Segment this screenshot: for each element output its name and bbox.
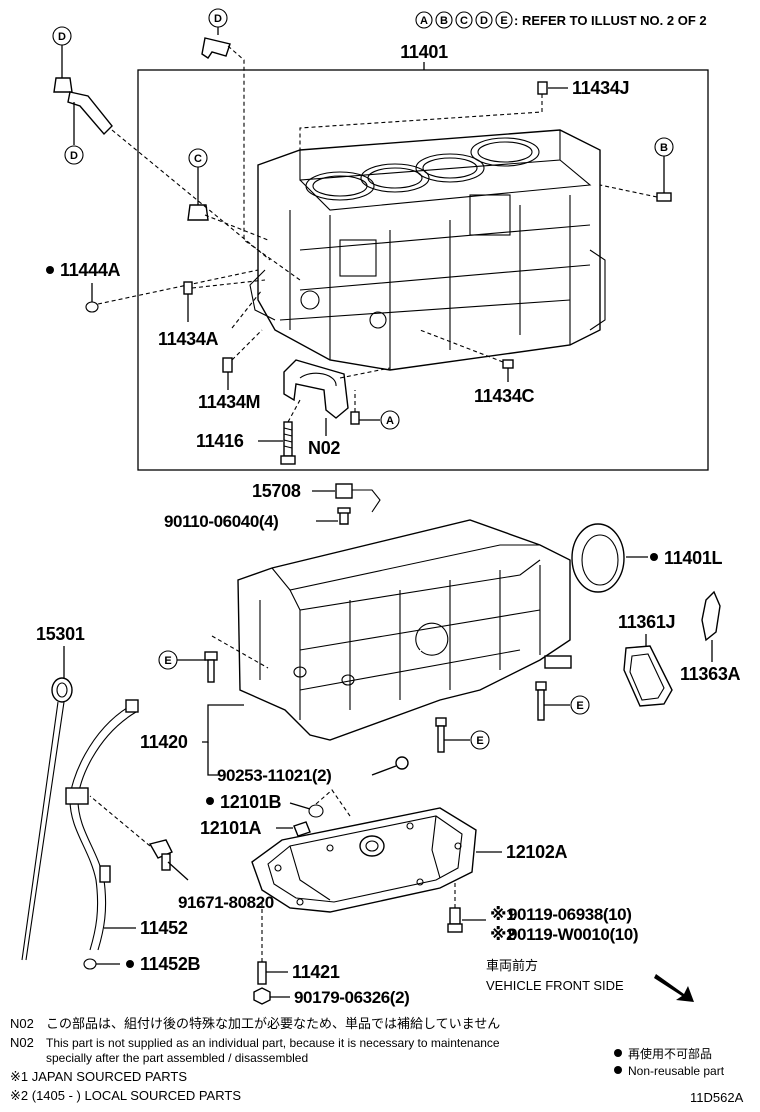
footnote-2: ※2 (1405 - ) LOCAL SOURCED PARTS — [10, 1088, 241, 1103]
dipstick-15301 — [21, 677, 73, 961]
bearing-cap-n02 — [283, 359, 349, 419]
ref-e-mid: E — [476, 735, 483, 747]
nonreusable-dot-12101b — [206, 797, 214, 805]
label-90179: 90179-06326(2) — [294, 988, 409, 1007]
ref-d-top: D — [214, 13, 222, 25]
bolt-11416 — [280, 421, 296, 465]
label-11401l: 11401L — [664, 548, 723, 568]
note-n02-jp: この部品は、組付け後の特殊な加工が必要なため、単品では補給していません — [46, 1016, 500, 1031]
ref-circle-e: E — [495, 11, 513, 29]
svg-text:B: B — [440, 15, 448, 27]
ref-c: C — [194, 153, 202, 165]
svg-text:E: E — [500, 15, 507, 27]
label-90119-06938: 90119-06938(10) — [508, 905, 632, 924]
ref-legend-text: : REFER TO ILLUST NO. 2 OF 2 — [514, 13, 707, 28]
marker-1: ※1 — [490, 905, 515, 924]
footnote-1: ※1 JAPAN SOURCED PARTS — [10, 1069, 187, 1084]
oil-pan-12102a — [251, 807, 477, 913]
vehicle-front-en: VEHICLE FRONT SIDE — [486, 978, 624, 993]
note-n02-tag-jp: N02 — [10, 1016, 34, 1031]
cylinder-block — [249, 129, 606, 371]
label-11434m: 11434M — [198, 392, 260, 412]
nonreusable-dot-11444a — [46, 266, 54, 274]
marker-2: ※2 — [490, 925, 515, 944]
nonreusable-dot-11401l — [650, 553, 658, 561]
label-12102a: 12102A — [506, 842, 568, 862]
ref-b: B — [660, 142, 668, 154]
label-11434a: 11434A — [158, 329, 219, 349]
svg-text:C: C — [460, 15, 468, 27]
label-90119-w0010: 90119-W0010(10) — [508, 925, 638, 944]
pin-11434j — [537, 81, 548, 95]
ref-e-right: E — [576, 700, 583, 712]
label-n02: N02 — [308, 438, 340, 458]
label-11361j: 11361J — [618, 612, 675, 632]
label-90253: 90253-11021(2) — [217, 766, 331, 785]
ref-circle-b: B — [435, 11, 453, 29]
label-15301: 15301 — [36, 624, 85, 644]
dipstick-guide-11452 — [65, 699, 139, 951]
label-11416: 11416 — [196, 431, 244, 451]
ref-e-left: E — [164, 655, 171, 667]
gasket-11363a — [701, 590, 721, 642]
label-11420: 11420 — [140, 732, 188, 752]
note-n02-en-2: specially after the part assembled / dis… — [46, 1051, 308, 1065]
illustration-number: 11D562A — [690, 1090, 744, 1105]
note-n02-tag-en: N02 — [10, 1035, 34, 1050]
oil-jet-15708 — [335, 483, 381, 513]
label-15708: 15708 — [252, 481, 301, 501]
label-12101a: 12101A — [200, 818, 262, 838]
ref-circle-c: C — [455, 11, 473, 29]
header-ref-legend: A B C D E : REFER TO ILLUST NO. 2 OF 2 — [415, 11, 707, 29]
label-11363a: 11363A — [680, 664, 741, 684]
ref-d-lower: D — [70, 150, 78, 162]
legend-jp: 再使用不可部品 — [628, 1046, 712, 1061]
crankcase-11420 — [237, 519, 572, 741]
oil-seal-11401l — [571, 523, 625, 593]
legend-dot-jp — [614, 1049, 622, 1057]
cover-11361j — [623, 645, 673, 707]
label-11401: 11401 — [400, 42, 448, 62]
legend-dot-en — [614, 1066, 622, 1074]
cylinder-block-frame — [137, 69, 709, 471]
svg-text:D: D — [480, 15, 488, 27]
label-11434j: 11434J — [572, 78, 629, 98]
nonreusable-dot-11452b — [126, 960, 134, 968]
legend-en: Non-reusable part — [628, 1064, 725, 1078]
ref-circle-a: A — [415, 11, 433, 29]
vehicle-front-jp: 車両前方 — [486, 958, 538, 973]
vehicle-front-arrow-icon — [654, 974, 694, 1002]
ref-circle-d: D — [475, 11, 493, 29]
label-12101b: 12101B — [220, 792, 282, 812]
label-90110: 90110-06040(4) — [164, 512, 278, 531]
label-91671: 91671-80820 — [178, 893, 274, 912]
label-11421: 11421 — [292, 962, 340, 982]
label-11452: 11452 — [140, 918, 188, 938]
ref-d-left: D — [58, 31, 66, 43]
svg-text:A: A — [420, 15, 428, 27]
label-11452b: 11452B — [140, 954, 201, 974]
note-n02-en-1: This part is not supplied as an individu… — [46, 1036, 500, 1050]
label-11434c: 11434C — [474, 386, 535, 406]
ref-a: A — [386, 415, 394, 427]
label-11444a: 11444A — [60, 260, 121, 280]
